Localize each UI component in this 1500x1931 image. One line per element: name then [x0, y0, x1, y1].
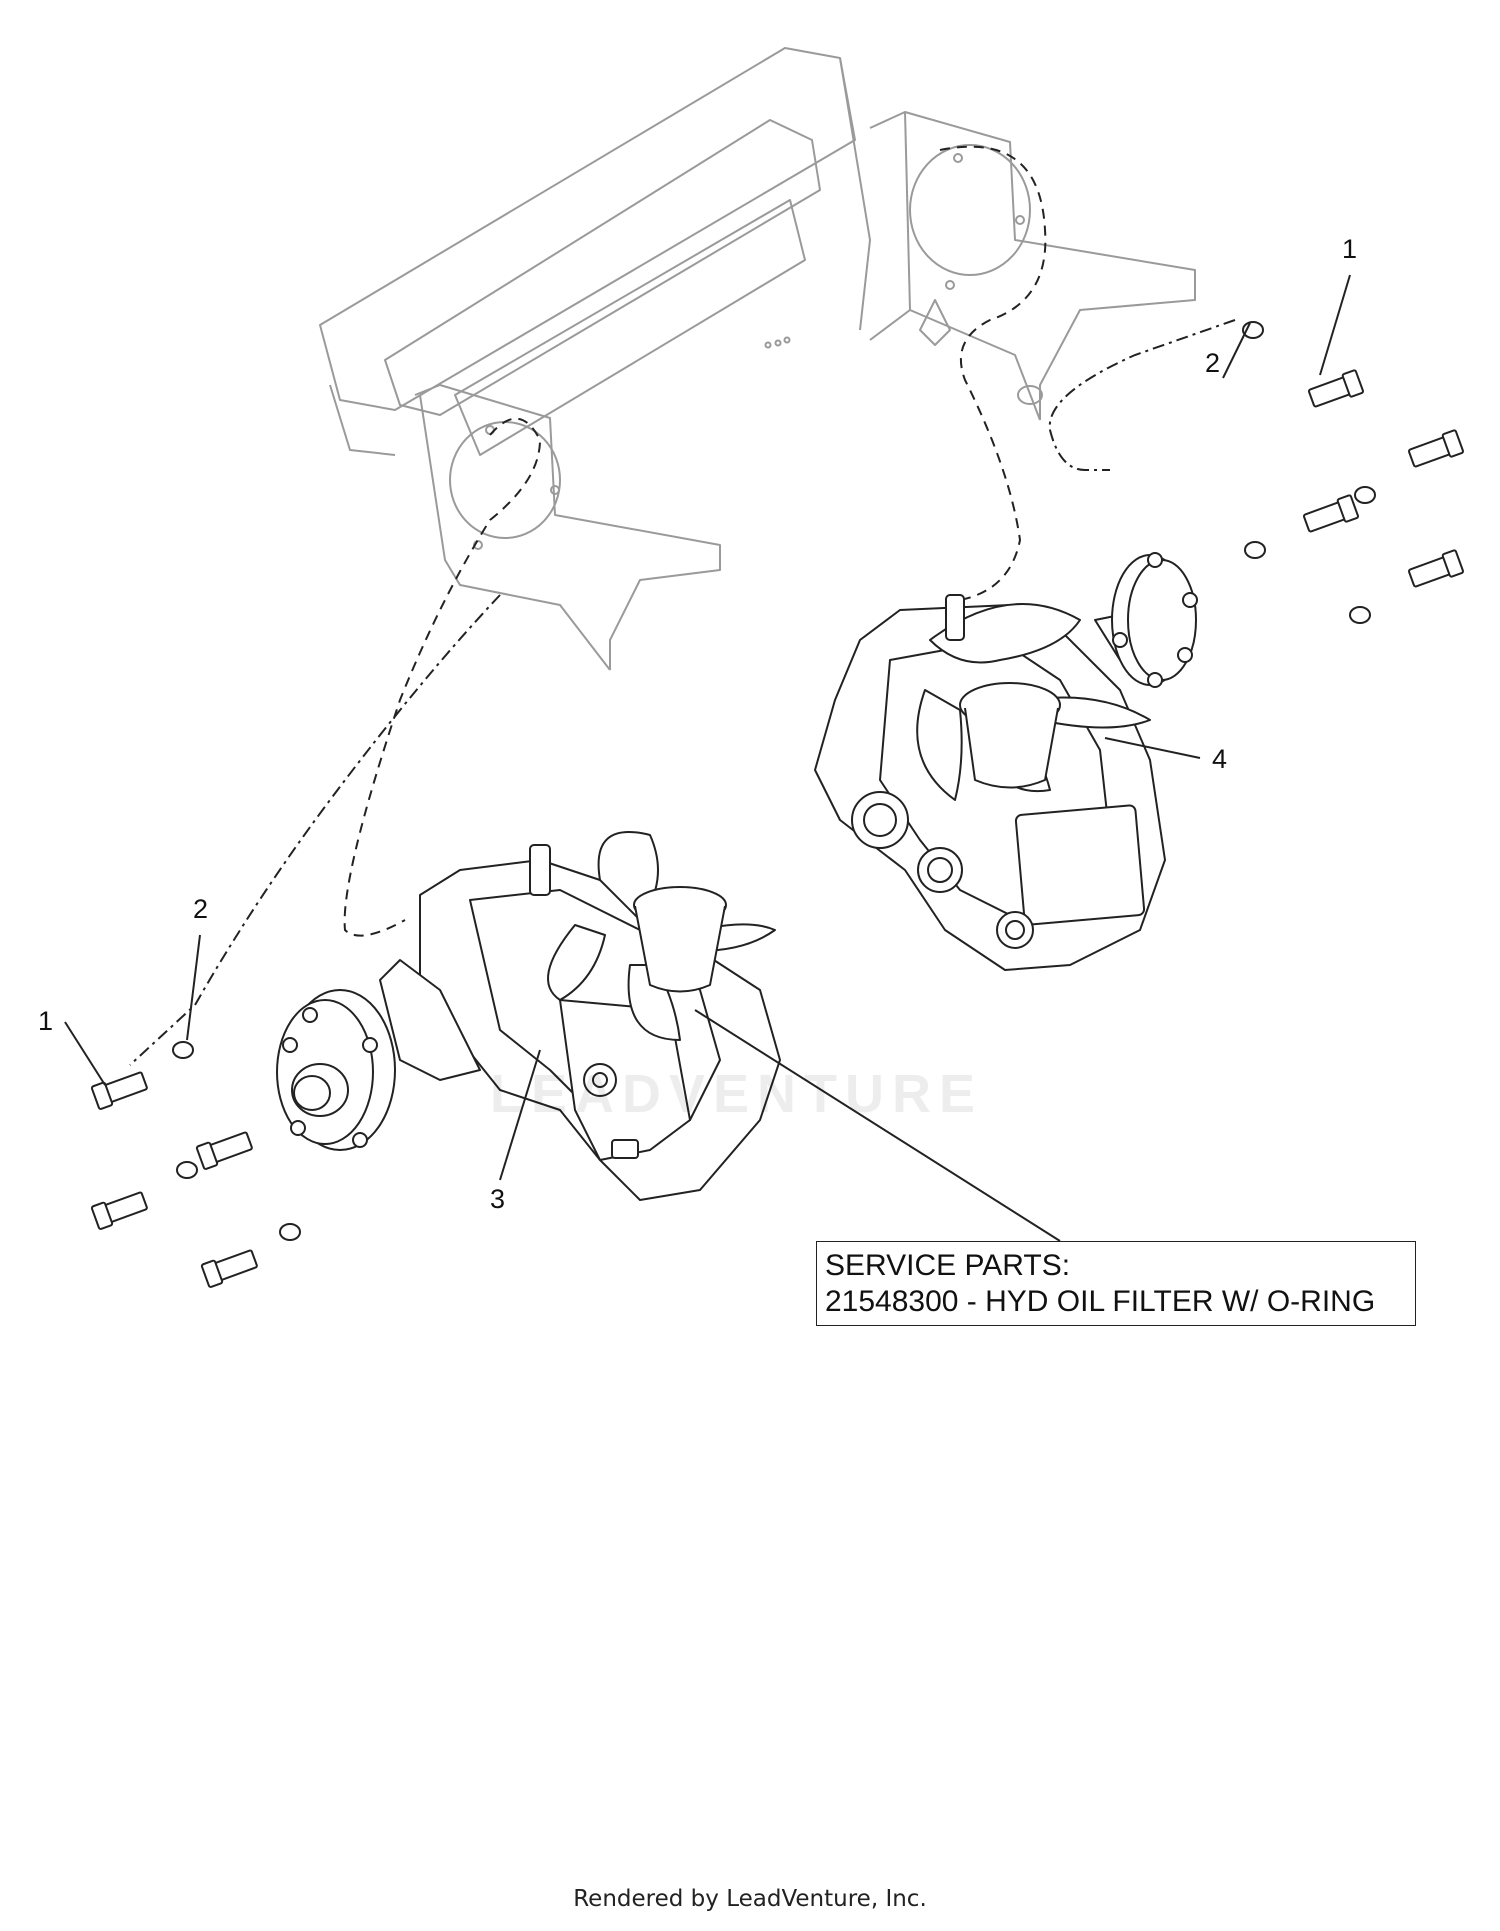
bolt-right-2: [1407, 429, 1464, 468]
transaxle-left: [276, 831, 781, 1201]
service-parts-box: SERVICE PARTS: 21548300 - HYD OIL FILTER…: [816, 1241, 1416, 1326]
assembly-lines: [129, 145, 1236, 1066]
callout-4: 4: [1212, 744, 1227, 774]
callouts: 1 2 4 2 1 3: [38, 234, 1357, 1214]
hardware-left: [90, 1041, 301, 1288]
bolt-right-3: [1302, 494, 1359, 533]
washer-right-2: [1354, 486, 1376, 504]
bolt-left-1: [90, 1071, 148, 1110]
washer-left-3: [279, 1223, 301, 1241]
washer-left-1: [172, 1041, 194, 1059]
service-parts-item: 21548300 - HYD OIL FILTER W/ O-RING: [825, 1285, 1376, 1318]
footer-credit: Rendered by LeadVenture, Inc.: [573, 1886, 927, 1912]
bolt-left-3: [90, 1191, 148, 1230]
callout-3: 3: [490, 1184, 505, 1214]
bolt-right-1: [1307, 369, 1364, 408]
hardware-right: [1242, 321, 1464, 624]
callout-1-left: 1: [38, 1006, 53, 1036]
transaxle-right: [814, 552, 1198, 971]
leader-lines: [64, 274, 1351, 1242]
callout-1-right: 1: [1342, 234, 1357, 264]
callout-2-right: 2: [1205, 348, 1220, 378]
watermark: LEADVENTURE: [490, 1064, 984, 1124]
bolt-right-4: [1407, 549, 1464, 588]
callout-2-left: 2: [193, 894, 208, 924]
washer-right-4: [1349, 606, 1371, 624]
bolt-left-2: [195, 1131, 253, 1170]
bolt-left-4: [200, 1249, 258, 1288]
washer-left-2: [176, 1161, 198, 1179]
washer-right-3: [1244, 541, 1266, 559]
service-parts-heading: SERVICE PARTS:: [825, 1249, 1071, 1282]
frame-assembly: [319, 47, 1196, 671]
